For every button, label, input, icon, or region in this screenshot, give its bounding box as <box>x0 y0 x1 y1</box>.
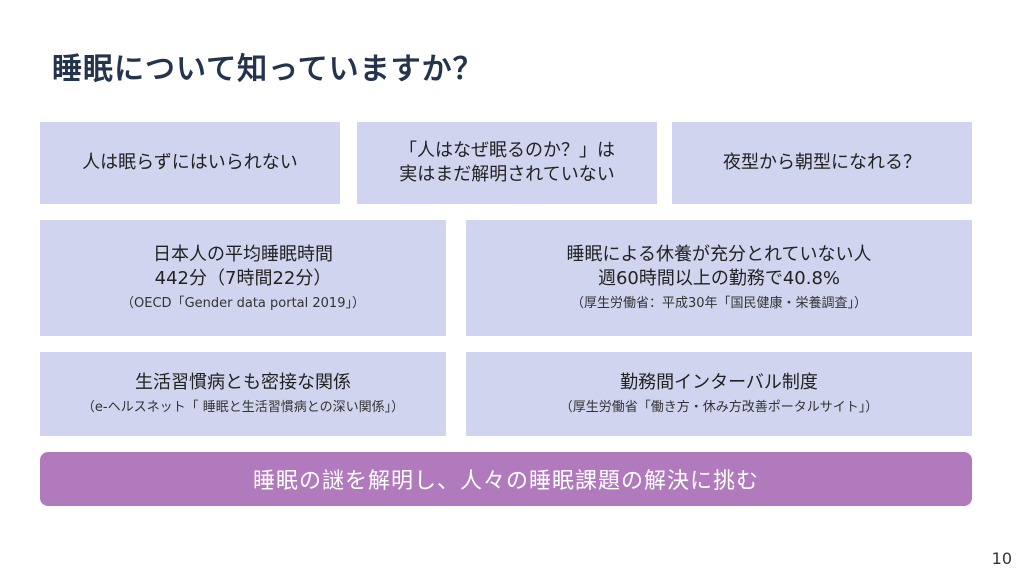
fact-box-why-sleep-unknown: 「人はなぜ眠るのか？」は 実はまだ解明されていない <box>357 122 657 204</box>
fact-box-insufficient-rest: 睡眠による休養が充分とれていない人 週60時間以上の勤務で40.8% （厚生労働… <box>466 220 972 336</box>
fact-box-cannot-stay-awake: 人は眠らずにはいられない <box>40 122 340 204</box>
fact-box-text: 人は眠らずにはいられない <box>82 152 298 173</box>
mission-banner: 睡眠の謎を解明し、人々の睡眠課題の解決に挑む <box>40 452 972 506</box>
fact-box-text-line2: 週60時間以上の勤務で40.8% <box>597 268 841 289</box>
fact-box-text-line1: 睡眠による休養が充分とれていない人 <box>566 244 872 265</box>
fact-box-work-interval: 勤務間インターバル制度 （厚生労働省「働き方・休み方改善ポータルサイト」） <box>466 352 972 436</box>
fact-box-source: （OECD「Gender data portal 2019」） <box>121 296 365 311</box>
fact-box-text: 生活習慣病とも密接な関係 <box>135 372 351 393</box>
page-title: 睡眠について知っていますか？ <box>52 52 484 87</box>
page-number: 10 <box>991 549 1012 568</box>
fact-box-average-sleep-time: 日本人の平均睡眠時間 442分（7時間22分） （OECD「Gender dat… <box>40 220 446 336</box>
fact-box-source: （厚生労働省：平成30年「国民健康・栄養調査」） <box>570 296 868 311</box>
fact-box-text-line1: 日本人の平均睡眠時間 <box>153 244 333 265</box>
fact-box-source: （e-ヘルスネット「 睡眠と生活習慣病との深い関係」） <box>81 400 405 415</box>
fact-box-night-to-morning: 夜型から朝型になれる？ <box>672 122 972 204</box>
fact-box-text: 夜型から朝型になれる？ <box>723 152 921 173</box>
fact-box-text-line2: 442分（7時間22分） <box>154 268 332 289</box>
fact-box-text-line1: 「人はなぜ眠るのか？」は <box>399 140 615 161</box>
fact-box-text: 勤務間インターバル制度 <box>620 372 818 393</box>
fact-box-lifestyle-disease: 生活習慣病とも密接な関係 （e-ヘルスネット「 睡眠と生活習慣病との深い関係」） <box>40 352 446 436</box>
fact-box-source: （厚生労働省「働き方・休み方改善ポータルサイト」） <box>559 400 879 415</box>
fact-box-text-line2: 実はまだ解明されていない <box>399 164 615 185</box>
